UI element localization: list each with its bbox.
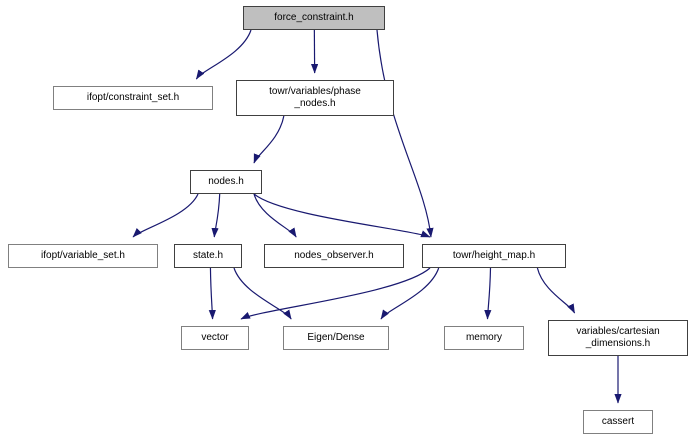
- graph-node-variable_set[interactable]: ifopt/variable_set.h: [8, 244, 158, 268]
- graph-node-constraint_set[interactable]: ifopt/constraint_set.h: [53, 86, 213, 110]
- edge-height_map-to-memory: [484, 267, 492, 320]
- edge-nodes-to-variable_set: [132, 193, 199, 238]
- edge-height_map-to-vector: [240, 267, 431, 320]
- graph-node-nodes[interactable]: nodes.h: [190, 170, 262, 194]
- edge-height_map-to-cartesian_dimensions: [536, 267, 576, 314]
- graph-node-phase_nodes[interactable]: towr/variables/phase _nodes.h: [236, 80, 394, 116]
- edge-state-to-eigen_dense: [233, 267, 292, 320]
- edge-force_constraint-to-height_map: [376, 29, 434, 238]
- edge-nodes-to-nodes_observer: [253, 193, 297, 238]
- edge-state-to-vector: [208, 267, 216, 320]
- graph-node-memory[interactable]: memory: [444, 326, 524, 350]
- graph-node-vector[interactable]: vector: [181, 326, 249, 350]
- graph-node-cassert[interactable]: cassert: [583, 410, 653, 434]
- edge-nodes-to-state: [211, 193, 221, 238]
- edge-nodes-to-height_map: [253, 193, 431, 238]
- graph-node-height_map[interactable]: towr/height_map.h: [422, 244, 566, 268]
- graph-node-force_constraint[interactable]: force_constraint.h: [243, 6, 385, 30]
- graph-node-state[interactable]: state.h: [174, 244, 242, 268]
- graph-node-eigen_dense[interactable]: Eigen/Dense: [283, 326, 389, 350]
- graph-node-nodes_observer[interactable]: nodes_observer.h: [264, 244, 404, 268]
- edge-phase_nodes-to-nodes: [253, 115, 285, 164]
- graph-node-cartesian_dimensions[interactable]: variables/cartesian _dimensions.h: [548, 320, 688, 356]
- edge-height_map-to-eigen_dense: [380, 267, 440, 320]
- edge-force_constraint-to-constraint_set: [195, 29, 252, 80]
